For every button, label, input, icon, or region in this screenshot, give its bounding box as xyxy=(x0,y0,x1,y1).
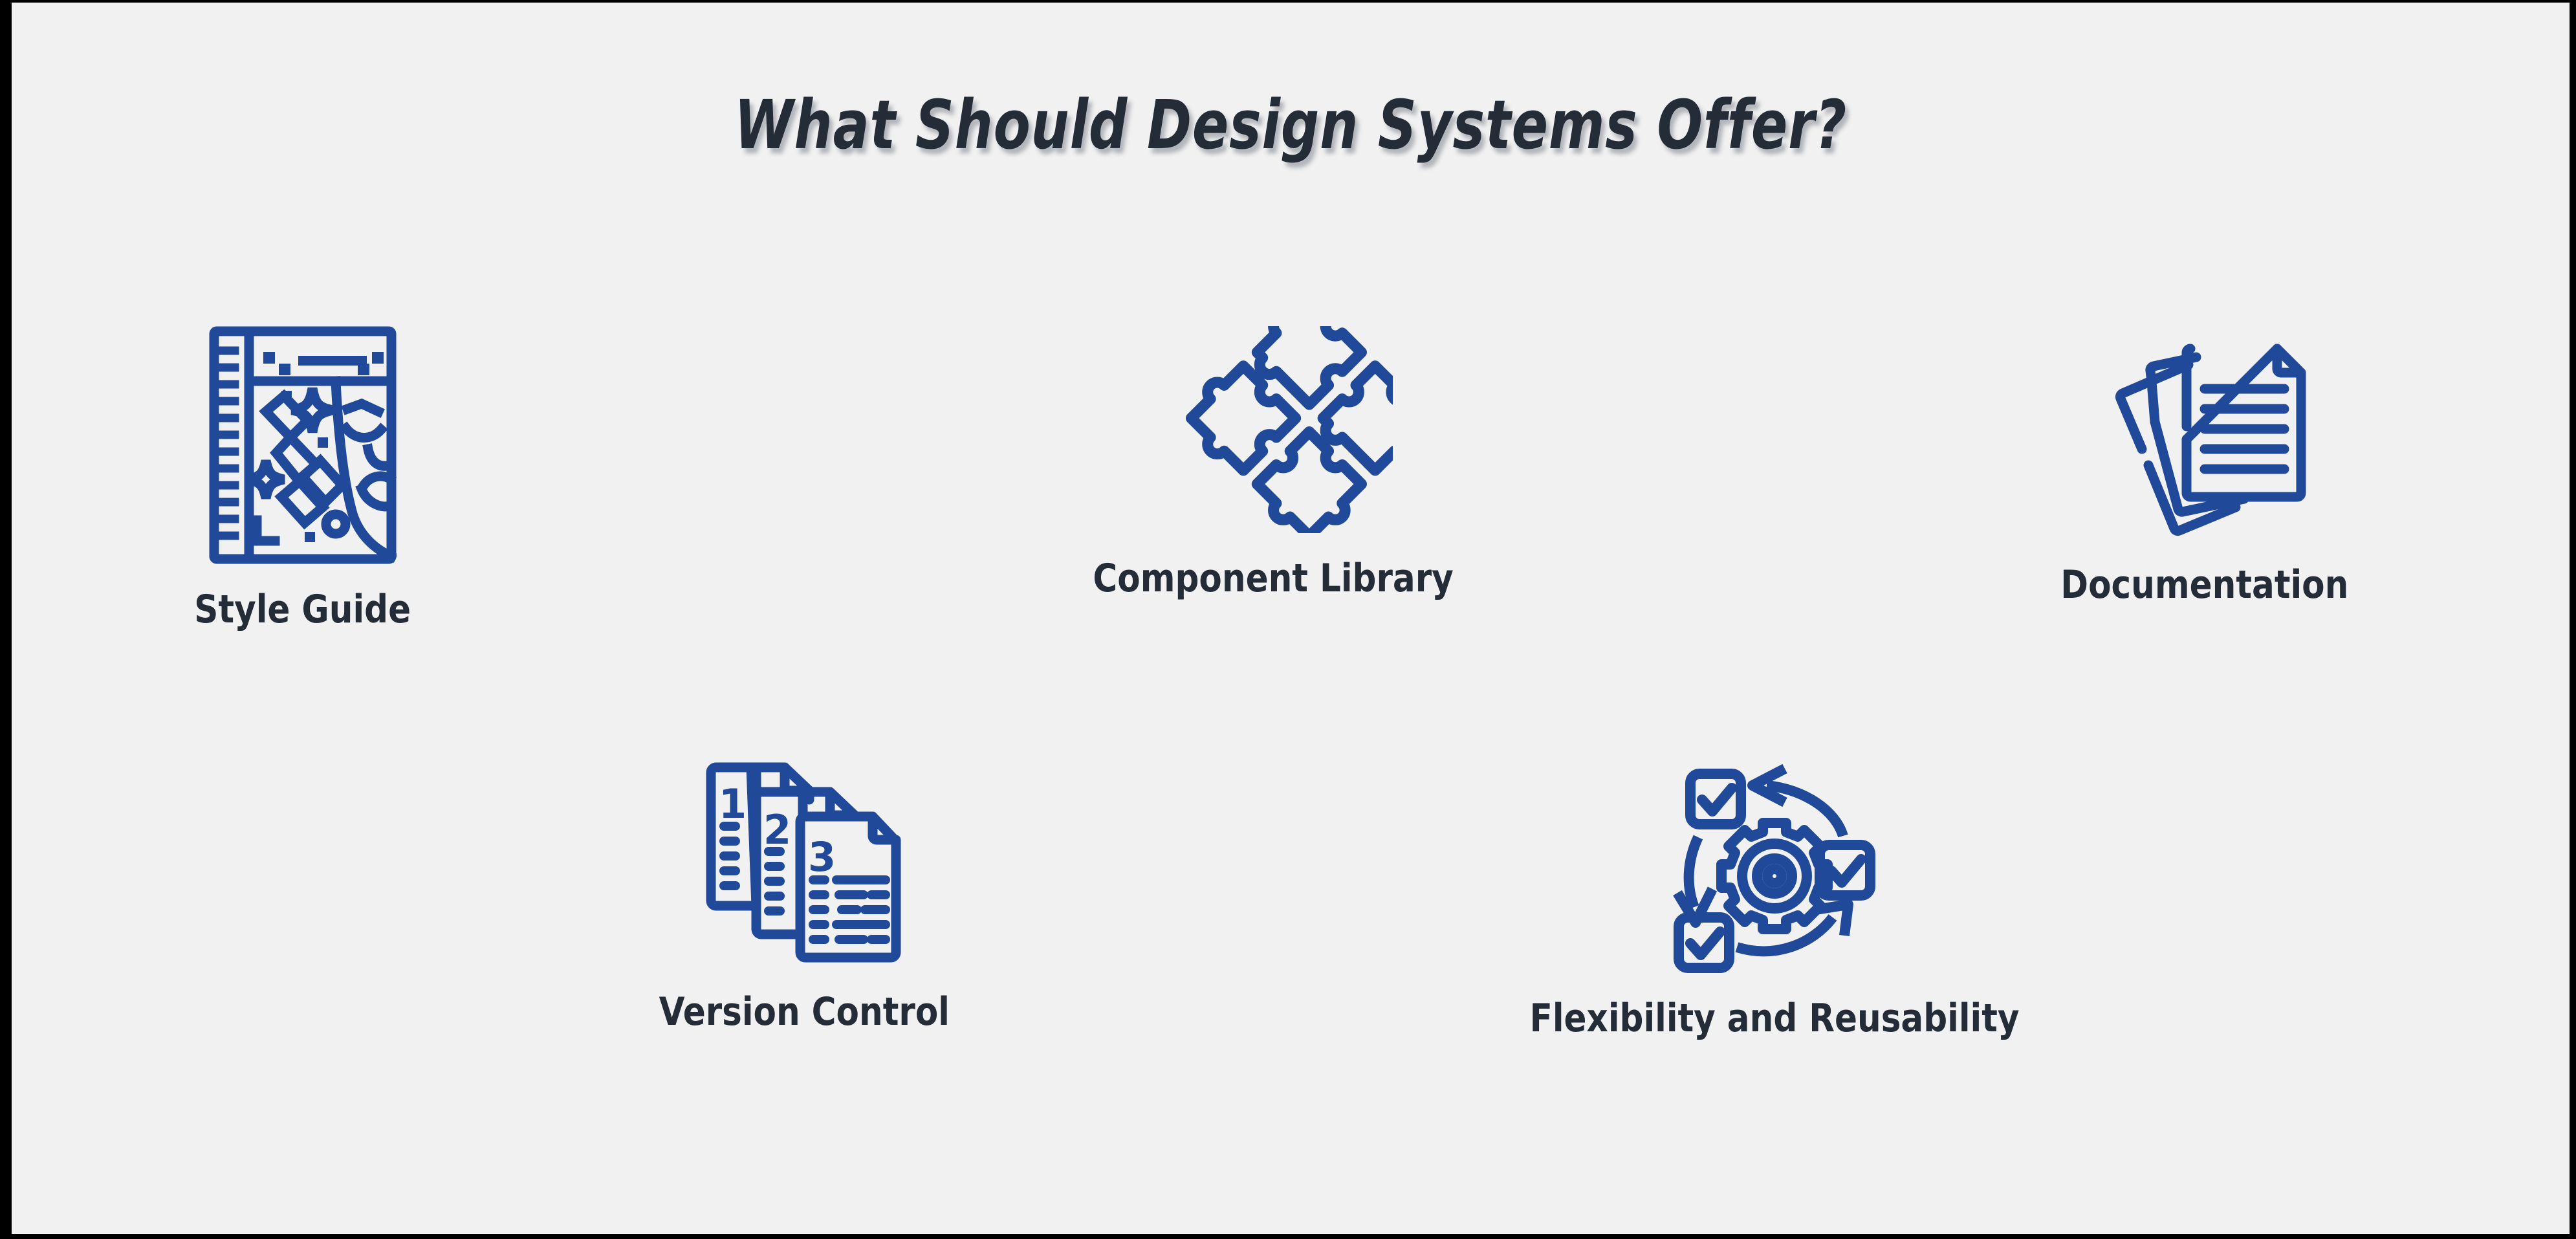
puzzle-pieces-icon xyxy=(1153,294,1433,542)
style-guide-icon xyxy=(209,326,398,567)
feature-label-style-guide: Style Guide xyxy=(194,587,411,632)
feature-label-component-library: Component Library xyxy=(1093,556,1454,601)
svg-text:1: 1 xyxy=(719,780,747,828)
feature-label-documentation: Documentation xyxy=(2060,562,2349,608)
checkbox-top-left xyxy=(1685,769,1746,829)
feature-card-version-control: 1 2 3 xyxy=(610,753,998,1035)
feature-card-documentation: Documentation xyxy=(2011,326,2399,608)
numbered-documents-icon: 1 2 3 xyxy=(694,753,914,970)
feature-card-component-library: Component Library xyxy=(1079,294,1467,601)
slide-frame: What Should Design Systems Offer? xyxy=(12,3,2570,1234)
feature-label-flexibility: Flexibility and Reusability xyxy=(1529,996,2020,1041)
feature-card-style-guide: Style Guide xyxy=(109,326,497,632)
gear-cycle-checkboxes-icon xyxy=(1665,753,1884,976)
svg-text:3: 3 xyxy=(808,833,836,881)
page-title: What Should Design Systems Offer? xyxy=(734,85,1848,164)
checkbox-bottom-left xyxy=(1674,912,1734,973)
feature-card-flexibility: Flexibility and Reusability xyxy=(1530,753,2019,1041)
checkbox-right xyxy=(1815,840,1875,901)
svg-text:2: 2 xyxy=(763,806,791,853)
feature-label-version-control: Version Control xyxy=(659,989,950,1035)
stacked-documents-icon xyxy=(2098,326,2311,543)
